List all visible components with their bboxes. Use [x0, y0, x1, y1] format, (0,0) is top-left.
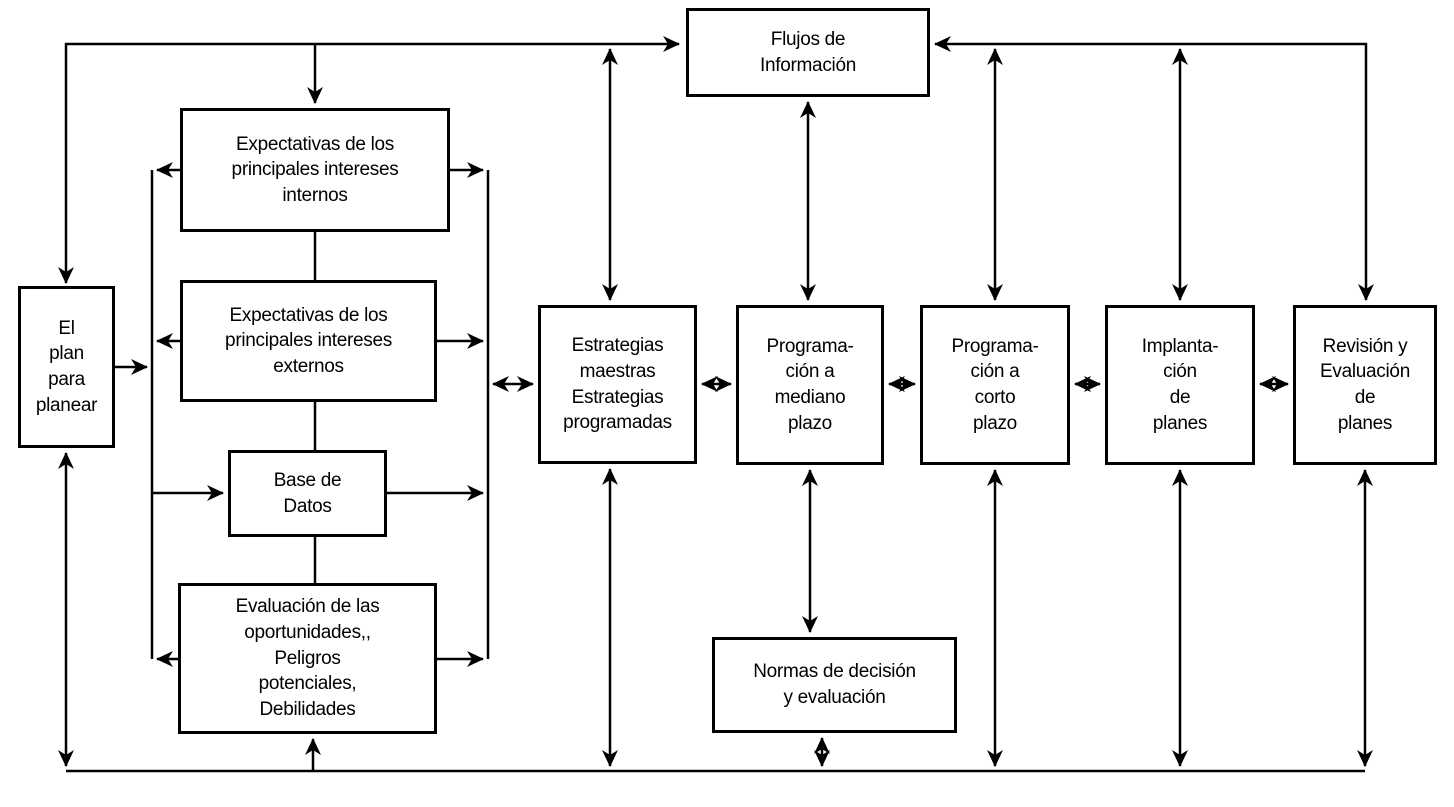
- node-label: Base de Datos: [273, 469, 342, 517]
- connector-topline-right: [934, 36, 1374, 301]
- node-flujos-de-informacion: Flujos de Información: [686, 8, 930, 97]
- node-normas-decision-evaluacion: Normas de decisión y evaluación: [712, 637, 957, 733]
- node-base-de-datos: Base de Datos: [228, 450, 387, 537]
- node-label: El plan para planear: [35, 317, 98, 416]
- node-expectativas-intereses-externos: Expectativas de los principales interese…: [180, 280, 437, 402]
- node-programacion-corto-plazo: Programa- ción a corto plazo: [920, 305, 1070, 465]
- node-programacion-mediano-plazo: Programa- ción a mediano plazo: [736, 305, 884, 465]
- node-el-plan-para-planear: El plan para planear: [18, 286, 115, 448]
- node-label: Normas de decisión y evaluación: [753, 661, 916, 708]
- node-estrategias-maestras-programadas: Estrategias maestras Estrategias program…: [538, 305, 697, 464]
- node-label: Programa- ción a corto plazo: [951, 335, 1039, 434]
- node-implantacion-de-planes: Implanta- ción de planes: [1105, 305, 1255, 465]
- node-label: Implanta- ción de planes: [1141, 335, 1219, 434]
- node-label: Expectativas de los principales interese…: [225, 304, 392, 377]
- node-label: Flujos de Información: [760, 28, 856, 76]
- node-label: Evaluación de las oportunidades,, Peligr…: [235, 596, 380, 720]
- connector-topline-left: [58, 36, 680, 284]
- node-revision-evaluacion-de-planes: Revisión y Evaluación de planes: [1293, 305, 1437, 465]
- node-label: Programa- ción a mediano plazo: [766, 335, 854, 434]
- node-label: Expectativas de los principales interese…: [231, 133, 399, 206]
- node-expectativas-intereses-internos: Expectativas de los principales interese…: [180, 108, 450, 232]
- node-label: Revisión y Evaluación de planes: [1320, 335, 1410, 434]
- node-label: Estrategias maestras Estrategias program…: [563, 335, 672, 434]
- node-evaluacion-oportunidades: Evaluación de las oportunidades,, Peligr…: [178, 583, 437, 734]
